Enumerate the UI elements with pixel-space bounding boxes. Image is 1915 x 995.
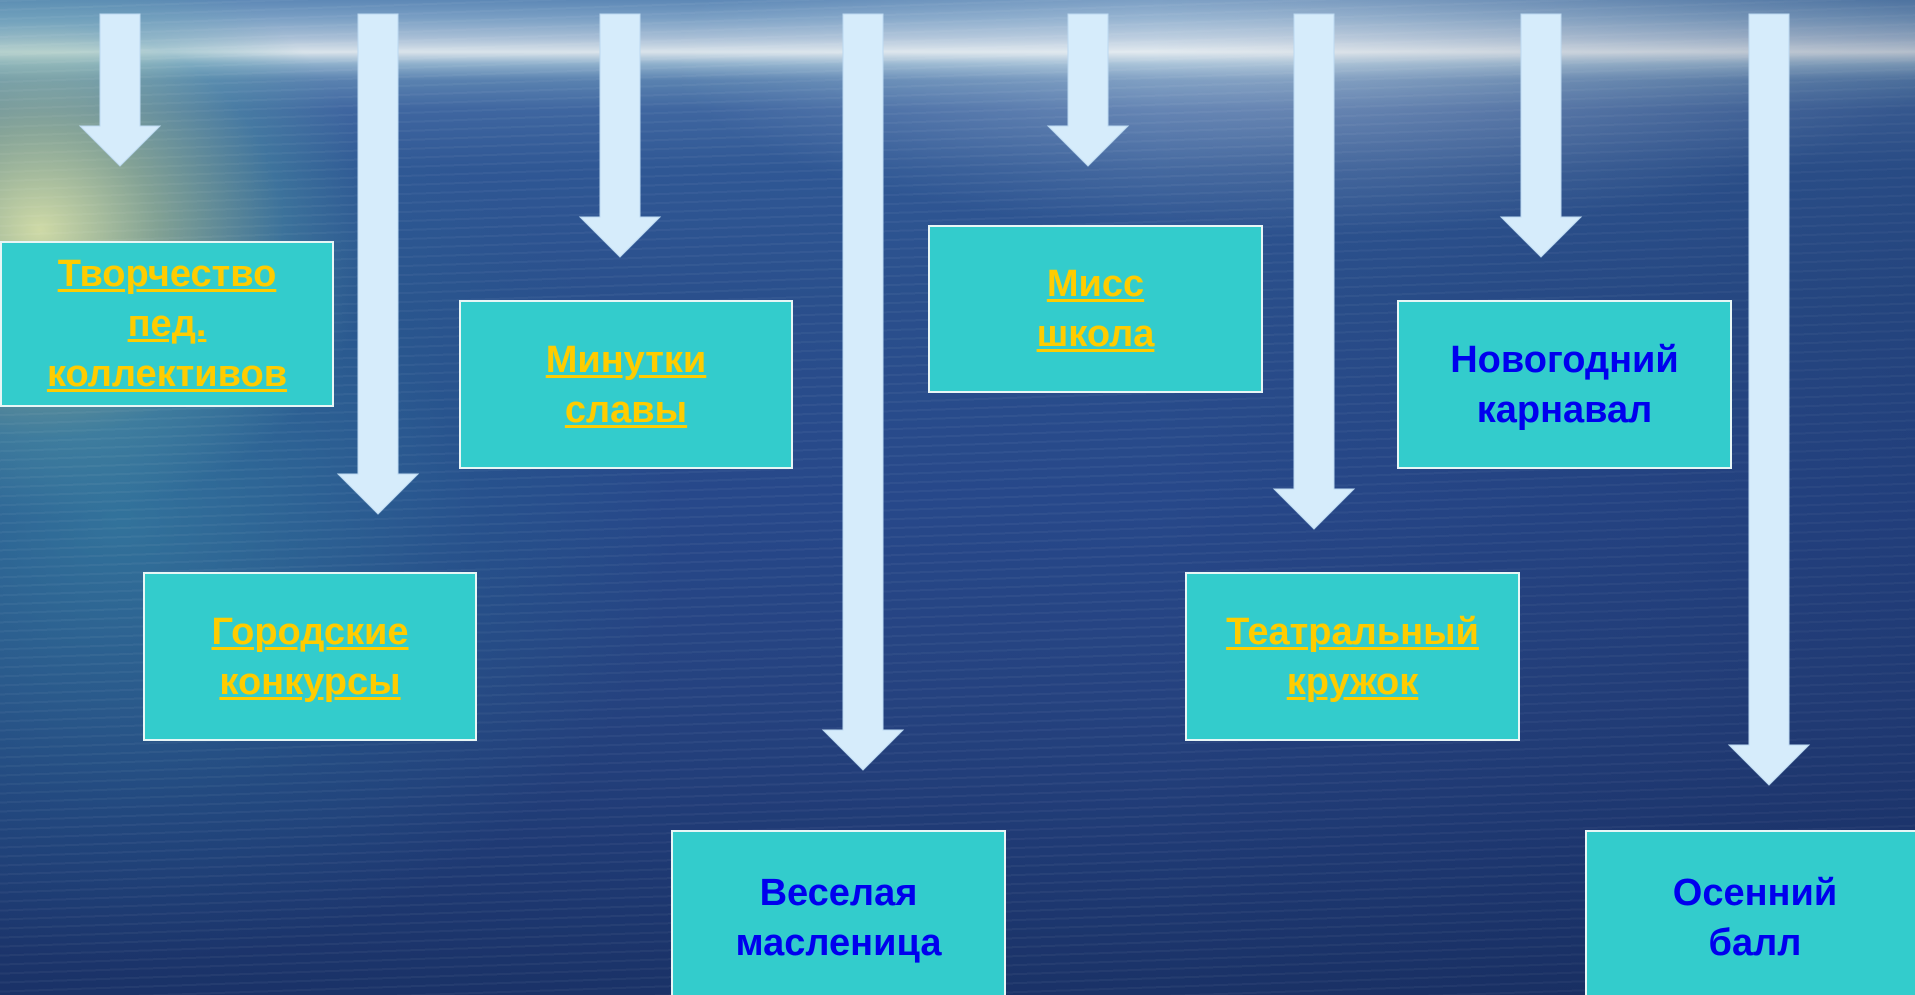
box-label-novogodny-karnaval: Новогодний карнавал xyxy=(1450,338,1679,431)
box-label-veselaya-maslenitsa: Веселая масленица xyxy=(735,871,942,964)
down-arrow-icon xyxy=(1272,13,1356,530)
box-label-teatralny-kruzhok[interactable]: Театральный кружок xyxy=(1226,610,1479,703)
down-arrow-icon xyxy=(336,13,420,515)
down-arrow-icon xyxy=(821,13,905,771)
box-label-gorodskie-konkursy[interactable]: Городские конкурсы xyxy=(211,610,409,703)
box-osenny-ball: Осенний балл xyxy=(1585,830,1915,995)
down-arrow-icon xyxy=(1727,13,1811,786)
down-arrow-icon xyxy=(1499,13,1583,258)
down-arrow-icon xyxy=(578,13,662,258)
box-veselaya-maslenitsa: Веселая масленица xyxy=(671,830,1006,995)
down-arrow-icon xyxy=(1046,13,1130,167)
box-miss-shkola[interactable]: Мисс школа xyxy=(928,225,1263,393)
box-label-miss-shkola[interactable]: Мисс школа xyxy=(1036,263,1155,355)
box-minutki-slavy[interactable]: Минутки славы xyxy=(459,300,793,469)
box-label-osenny-ball: Осенний балл xyxy=(1672,871,1838,964)
down-arrow-icon xyxy=(78,13,162,167)
box-gorodskie-konkursy[interactable]: Городские конкурсы xyxy=(143,572,477,741)
box-label-tvorchestvo[interactable]: Творчество пед. коллективов xyxy=(46,253,288,395)
box-label-minutki-slavy[interactable]: Минутки славы xyxy=(545,338,707,431)
box-teatralny-kruzhok[interactable]: Театральный кружок xyxy=(1185,572,1520,741)
box-novogodny-karnaval: Новогодний карнавал xyxy=(1397,300,1732,469)
box-tvorchestvo[interactable]: Творчество пед. коллективов xyxy=(0,241,334,407)
